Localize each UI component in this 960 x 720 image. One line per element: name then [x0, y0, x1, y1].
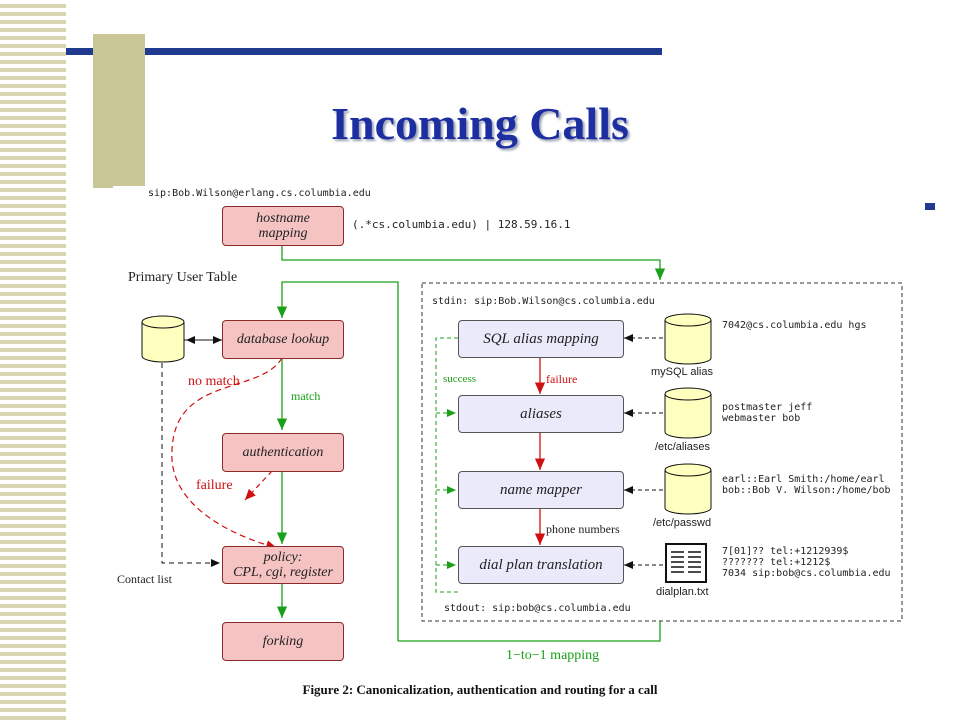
sip-uri: sip:Bob.Wilson@erlang.cs.columbia.edu — [148, 188, 371, 199]
passwd-entry: bob::Bob V. Wilson:/home/bob — [722, 485, 891, 496]
name-mapper-label: name mapper — [499, 481, 583, 498]
dialplan-document-icon — [665, 543, 707, 583]
aliases-entry: webmaster bob — [722, 413, 801, 424]
success-bus — [435, 337, 458, 593]
contact-list-label: Contact list — [117, 572, 172, 586]
etc-aliases-label: /etc/aliases — [655, 441, 711, 453]
phone-numbers-label: phone numbers — [546, 522, 620, 536]
sql-alias-mapping-label: SQL alias mapping — [483, 330, 599, 347]
stdout-label: stdout: sip:bob@cs.columbia.edu — [444, 603, 631, 614]
alias-pipeline-container — [421, 282, 903, 622]
dialplan-entry: 7034 sip:bob@cs.columbia.edu — [722, 568, 891, 579]
hostname-mapping-label: hostname mapping — [256, 211, 310, 241]
database-lookup-label: database lookup — [236, 332, 330, 347]
primary-user-db-icon — [141, 315, 185, 363]
pipeline-to-db-arrow — [276, 281, 399, 641]
dialplan-entries: 7[01]?? tel:+1212939$ ??????? tel:+1212$… — [722, 546, 891, 579]
no-match-arrow — [171, 357, 283, 550]
passwd-entries: earl::Earl Smith:/home/earl bob::Bob V. … — [722, 474, 891, 496]
dial-plan-translation-box: dial plan translation — [458, 546, 624, 584]
mysql-alias-label: mySQL alias — [651, 366, 713, 378]
aliases-entries: postmaster jeff webmaster bob — [722, 402, 812, 424]
authentication-box: authentication — [222, 433, 344, 472]
hostname-to-pipeline-arrow — [281, 245, 666, 280]
stdin-label: stdin: sip:Bob.Wilson@cs.columbia.edu — [432, 296, 655, 307]
dialplan-entry: ??????? tel:+1212$ — [722, 557, 831, 568]
policy-line2: CPL, cgi, register — [233, 565, 333, 580]
aliases-label: aliases — [520, 405, 562, 422]
hostname-mapping-box: hostname mapping — [222, 206, 344, 246]
forking-label: forking — [262, 634, 304, 649]
dialplan-label: dialplan.txt — [656, 586, 709, 598]
sql-alias-mapping-box: SQL alias mapping — [458, 320, 624, 358]
slide-title: Incoming Calls — [331, 98, 629, 149]
one-to-one-mapping-label: 1−to−1 mapping — [506, 648, 600, 663]
mysql-db-icon — [664, 313, 712, 365]
policy-box: policy: CPL, cgi, register — [222, 546, 344, 584]
policy-line1: policy: — [263, 550, 303, 565]
one-to-one-line — [398, 621, 661, 642]
dialplan-entry: 7[01]?? tel:+1212939$ — [722, 546, 849, 557]
failure-arrow — [244, 470, 273, 501]
match-label: match — [291, 389, 321, 403]
etc-passwd-label: /etc/passwd — [653, 517, 712, 529]
hostname-rule: (.*cs.columbia.edu) | 128.59.16.1 — [352, 218, 571, 231]
success-label: success — [443, 373, 476, 385]
title-rule — [66, 48, 662, 55]
title-accent-block — [93, 34, 145, 186]
figure-caption: Figure 2: Canonicalization, authenticati… — [302, 682, 658, 697]
passwd-entry: earl::Earl Smith:/home/earl — [722, 474, 885, 485]
database-lookup-box: database lookup — [222, 320, 344, 359]
failure-right-label: failure — [546, 372, 578, 386]
striped-sidebar-decoration — [0, 0, 66, 720]
aliases-entry: postmaster jeff — [722, 402, 813, 413]
failure-left-label: failure — [196, 478, 233, 493]
primary-user-table-label: Primary User Table — [128, 270, 238, 285]
contact-list-arrow — [161, 363, 220, 567]
etc-passwd-db-icon — [664, 463, 712, 515]
dial-plan-translation-label: dial plan translation — [479, 556, 603, 573]
no-match-label: no match — [188, 374, 240, 389]
bullet-marker — [925, 203, 935, 210]
mysql-entry: 7042@cs.columbia.edu hgs — [722, 320, 867, 331]
title-accent-stub — [93, 180, 113, 188]
etc-aliases-db-icon — [664, 387, 712, 439]
name-mapper-box: name mapper — [458, 471, 624, 509]
authentication-label: authentication — [242, 445, 324, 460]
forking-box: forking — [222, 622, 344, 661]
aliases-box: aliases — [458, 395, 624, 433]
